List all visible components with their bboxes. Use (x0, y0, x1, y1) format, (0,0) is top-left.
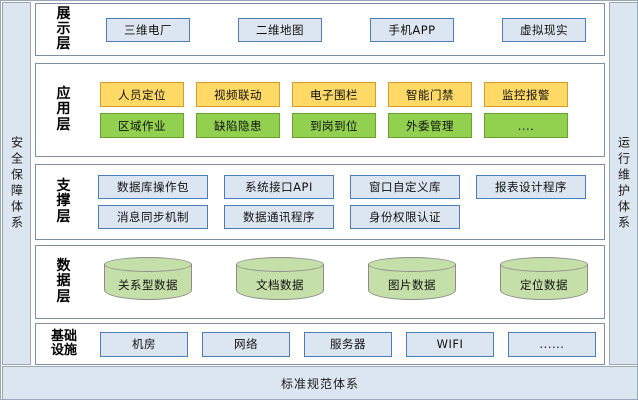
data-cylinder-row: 关系型数据 文档数据 图片数据 定位数据 (92, 257, 600, 307)
ops-maintenance-pillar-label: 运行维护体系 (616, 135, 631, 232)
node-3d-plant[interactable]: 三维电厂 (106, 17, 190, 42)
application-node-row-2: 区域作业 缺陷隐患 到岗到位 外委管理 .... (92, 113, 600, 138)
node-video-linkage[interactable]: 视频联动 (196, 82, 280, 107)
standards-system-label: 标准规范体系 (280, 376, 359, 391)
layer-application-title: 应用层 (56, 86, 72, 133)
layer-application: 应用层 人员定位 视频联动 电子围栏 智能门禁 监控报警 区域作业 缺陷隐患 到… (35, 63, 605, 157)
layer-data-body: 关系型数据 文档数据 图片数据 定位数据 (92, 257, 604, 307)
layer-support: 支撑层 数据库操作包 系统接口API 窗口自定义库 报表设计程序 消息同步机制 … (35, 164, 605, 240)
layer-support-title: 支撑层 (56, 178, 72, 225)
cylinder-relational-data[interactable]: 关系型数据 (104, 257, 192, 307)
node-support-placeholder (476, 205, 586, 229)
node-post-attendance[interactable]: 到岗到位 (292, 113, 376, 138)
node-data-comm-program[interactable]: 数据通讯程序 (224, 205, 334, 229)
layer-presentation-body: 三维电厂 二维地图 手机APP 虚拟现实 (92, 17, 604, 42)
ops-maintenance-pillar: 运行维护体系 (609, 2, 638, 365)
cylinder-top (500, 257, 588, 272)
cylinder-document-data[interactable]: 文档数据 (236, 257, 324, 307)
cylinder-image-data[interactable]: 图片数据 (368, 257, 456, 307)
node-2d-map[interactable]: 二维地图 (238, 17, 322, 42)
node-message-sync[interactable]: 消息同步机制 (98, 205, 208, 229)
node-application-more[interactable]: .... (484, 113, 568, 138)
node-vr[interactable]: 虚拟现实 (502, 17, 586, 42)
security-system-pillar-label: 安全保障体系 (9, 135, 24, 232)
layer-infrastructure-body: 机房 网络 服务器 WIFI ...... (92, 331, 604, 357)
cylinder-label: 图片数据 (388, 278, 436, 292)
layer-infrastructure: 基础设施 机房 网络 服务器 WIFI ...... (35, 323, 605, 365)
layer-support-body: 数据库操作包 系统接口API 窗口自定义库 报表设计程序 消息同步机制 数据通讯… (92, 175, 604, 229)
layer-infrastructure-title: 基础设施 (50, 328, 77, 358)
node-report-designer[interactable]: 报表设计程序 (476, 175, 586, 199)
node-personnel-positioning[interactable]: 人员定位 (100, 82, 184, 107)
infrastructure-node-row: 机房 网络 服务器 WIFI ...... (92, 331, 600, 357)
layer-data: 数据层 关系型数据 文档数据 图片数据 (35, 245, 605, 319)
cylinder-label: 关系型数据 (118, 278, 178, 292)
cylinder-top (368, 257, 456, 272)
node-window-custom-lib[interactable]: 窗口自定义库 (350, 175, 460, 199)
cylinder-top (236, 257, 324, 272)
cylinder-label: 文档数据 (256, 278, 304, 292)
node-network[interactable]: 网络 (202, 331, 290, 357)
node-area-operations[interactable]: 区域作业 (100, 113, 184, 138)
standards-system-bar: 标准规范体系 (2, 366, 638, 400)
node-monitoring-alarm[interactable]: 监控报警 (484, 82, 568, 107)
node-mobile-app[interactable]: 手机APP (370, 17, 454, 42)
node-electronic-fence[interactable]: 电子围栏 (292, 82, 376, 107)
support-node-row-1: 数据库操作包 系统接口API 窗口自定义库 报表设计程序 (92, 175, 600, 199)
node-infra-more[interactable]: ...... (508, 331, 596, 357)
node-server[interactable]: 服务器 (304, 331, 392, 357)
security-system-pillar: 安全保障体系 (2, 2, 31, 365)
cylinder-label: 定位数据 (520, 278, 568, 292)
support-node-row-2: 消息同步机制 数据通讯程序 身份权限认证 (92, 205, 600, 229)
node-outsourcing-mgmt[interactable]: 外委管理 (388, 113, 472, 138)
node-wifi[interactable]: WIFI (406, 331, 494, 357)
layer-application-body: 人员定位 视频联动 电子围栏 智能门禁 监控报警 区域作业 缺陷隐患 到岗到位 … (92, 82, 604, 138)
cylinder-top (104, 257, 192, 272)
presentation-node-row: 三维电厂 二维地图 手机APP 虚拟现实 (92, 17, 600, 42)
layer-presentation-title: 展示层 (56, 5, 72, 53)
layer-data-title: 数据层 (56, 258, 72, 305)
node-smart-access-control[interactable]: 智能门禁 (388, 82, 472, 107)
node-system-interface-api[interactable]: 系统接口API (224, 175, 334, 199)
node-machine-room[interactable]: 机房 (100, 331, 188, 357)
application-node-row-1: 人员定位 视频联动 电子围栏 智能门禁 监控报警 (92, 82, 600, 107)
node-db-operation-package[interactable]: 数据库操作包 (98, 175, 208, 199)
layer-presentation: 展示层 三维电厂 二维地图 手机APP 虚拟现实 (35, 3, 605, 56)
cylinder-positioning-data[interactable]: 定位数据 (500, 257, 588, 307)
node-defect-hazard[interactable]: 缺陷隐患 (196, 113, 280, 138)
node-identity-auth[interactable]: 身份权限认证 (350, 205, 460, 229)
